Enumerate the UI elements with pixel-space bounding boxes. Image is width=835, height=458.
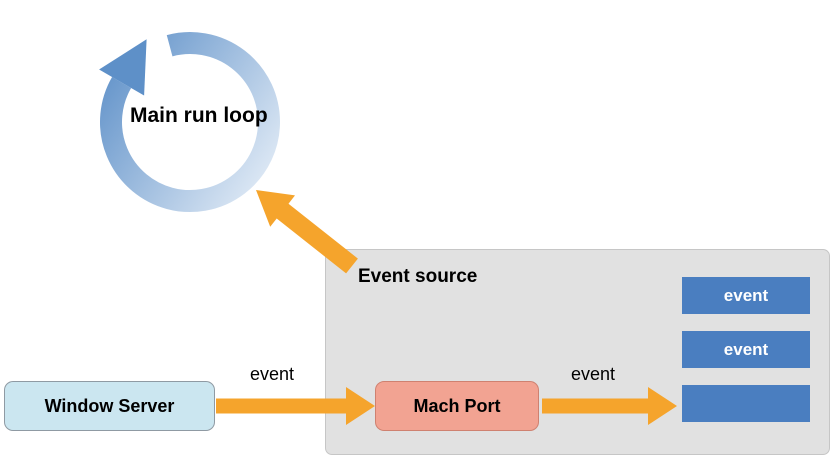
main-run-loop-label: Main run loop	[130, 104, 268, 127]
event-queue-item-2: event	[682, 331, 810, 368]
window-server-label: Window Server	[44, 395, 175, 416]
event-label-window-server-arrow: event	[249, 364, 295, 384]
event-label-mach-port-arrow: event	[570, 364, 616, 384]
event-queue-item-3-empty	[682, 385, 810, 422]
event-source-label: Event source	[358, 266, 478, 287]
mach-port-node: Mach Port	[375, 381, 539, 431]
mach-port-label: Mach Port	[413, 395, 501, 416]
run-loop-arrowhead-icon	[99, 39, 147, 96]
event-queue-item-1-label: event	[723, 285, 769, 305]
event-queue-item-2-label: event	[723, 339, 769, 359]
window-server-node: Window Server	[4, 381, 215, 431]
event-queue-item-1: event	[682, 277, 810, 314]
